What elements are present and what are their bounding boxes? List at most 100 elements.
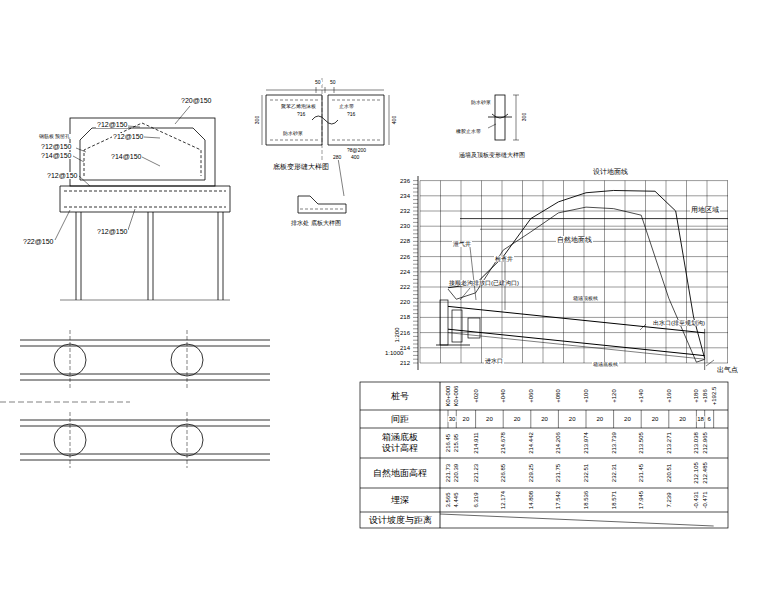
drawing-line xyxy=(79,176,90,186)
drawing-path xyxy=(312,116,338,124)
drawing-line xyxy=(325,87,326,93)
axis-value: 226 xyxy=(399,254,411,260)
table-header: 自然地面高程 xyxy=(372,469,428,478)
drawing-line xyxy=(270,100,318,101)
drawing-line xyxy=(20,460,270,461)
drawing-line xyxy=(513,140,519,141)
axis-value: 216 xyxy=(399,330,411,336)
drawing-rect xyxy=(70,118,215,186)
drawing-polyline xyxy=(448,190,705,358)
axis-value: 232 xyxy=(399,208,411,214)
drawing-line xyxy=(270,140,318,141)
table-header: 设计坡度与距离 xyxy=(368,516,433,525)
drawing-line xyxy=(413,230,418,231)
drawing-line xyxy=(153,212,154,300)
axis-value: 222 xyxy=(399,284,411,290)
drawing-line xyxy=(420,256,728,257)
table-cell: +020 xyxy=(473,388,479,404)
drawing-line xyxy=(20,374,270,375)
rebar-callout: ?20@150 xyxy=(180,97,212,104)
drawing-line xyxy=(144,137,160,138)
detail-note: 300 xyxy=(255,115,260,125)
drawing-line xyxy=(413,241,418,242)
table-cell: 30 xyxy=(448,416,457,422)
table-cell: +180 xyxy=(693,388,699,404)
detail-note: 橡胶止水带 xyxy=(455,129,482,134)
table-cell: K0+006 xyxy=(453,385,459,408)
table-cell: 18.571 xyxy=(611,490,617,510)
drawing-line xyxy=(413,336,418,337)
drawing-line xyxy=(413,283,418,284)
profile-note: 检查井 xyxy=(494,256,514,262)
drawing-line xyxy=(413,199,418,200)
detail-note: 聚苯乙烯泡沫板 xyxy=(280,104,317,109)
drawing-line xyxy=(413,260,418,261)
drawing-line xyxy=(175,106,190,124)
drawing-rect xyxy=(468,318,480,338)
drawing-line xyxy=(332,100,380,101)
drawing-line xyxy=(413,264,418,265)
drawing-line xyxy=(413,245,418,246)
axis-value: 212 xyxy=(399,360,411,366)
axis-value: 236 xyxy=(399,178,411,184)
detail-note: 400 xyxy=(350,155,360,160)
profile-note: 设计地面线 xyxy=(592,168,629,175)
drawing-polyline xyxy=(60,186,230,212)
table-cell: 213.974 xyxy=(583,431,589,455)
table-cell: 213.271 xyxy=(666,431,672,455)
table-cell: 212.965 xyxy=(702,431,708,455)
drawing-line xyxy=(64,207,226,208)
drawing-line xyxy=(420,317,728,318)
drawing-line xyxy=(70,330,71,390)
table-header: 埋深 xyxy=(390,496,410,505)
profile-note: 接顺老沟排放口(已建沟口) xyxy=(448,280,520,286)
drawing-line xyxy=(413,226,418,227)
table-cell: 226.85 xyxy=(500,463,506,483)
drawing-line xyxy=(440,382,441,528)
detail-note: 50 xyxy=(329,80,337,85)
drawing-line xyxy=(413,271,418,272)
drawing-line xyxy=(613,410,614,428)
drawing-line xyxy=(76,148,86,152)
drawing-line xyxy=(440,514,714,526)
detail-note: 止水带 xyxy=(338,104,355,109)
drawing-line xyxy=(505,262,506,310)
table-cell: 214.206 xyxy=(555,431,561,455)
drawing-line xyxy=(668,410,669,428)
drawing-line xyxy=(413,294,418,295)
table-cell: 20 xyxy=(623,416,632,422)
drawing-line xyxy=(81,212,82,300)
drawing-line xyxy=(20,420,270,421)
drawing-line xyxy=(413,359,418,360)
table-cell: 221.73 xyxy=(445,463,451,483)
table-cell: +040 xyxy=(500,388,506,404)
drawing-line xyxy=(413,325,418,326)
drawing-line xyxy=(73,156,84,162)
drawing-line xyxy=(513,95,519,96)
detail-note: 1:1000 xyxy=(384,350,404,356)
table-cell: +100 xyxy=(583,388,589,404)
drawing-line xyxy=(488,117,512,118)
detail-note: 50 xyxy=(314,80,322,85)
drawing-line xyxy=(360,410,728,411)
drawing-line xyxy=(300,209,344,210)
drawing-line xyxy=(713,410,714,428)
rebar-callout: ?22@150 xyxy=(22,238,54,245)
drawing-line xyxy=(420,302,728,303)
drawing-line xyxy=(413,347,418,348)
drawing-line xyxy=(413,268,418,269)
drawing-line xyxy=(389,95,390,145)
drawing-line xyxy=(413,195,418,196)
drawing-line xyxy=(586,410,587,428)
rebar-callout: ?12@150 xyxy=(96,228,128,235)
drawing-polyline xyxy=(298,196,346,213)
table-cell: 20 xyxy=(485,416,494,422)
drawing-line xyxy=(420,332,728,333)
drawing-line xyxy=(60,300,230,301)
table-cell: 220.51 xyxy=(666,463,672,483)
profile-note: 自然地面线 xyxy=(556,236,593,243)
detail-note: 防水砂浆 xyxy=(470,100,492,105)
drawing-line xyxy=(413,328,418,329)
table-cell: 7.239 xyxy=(666,491,672,508)
drawing-line xyxy=(413,298,418,299)
